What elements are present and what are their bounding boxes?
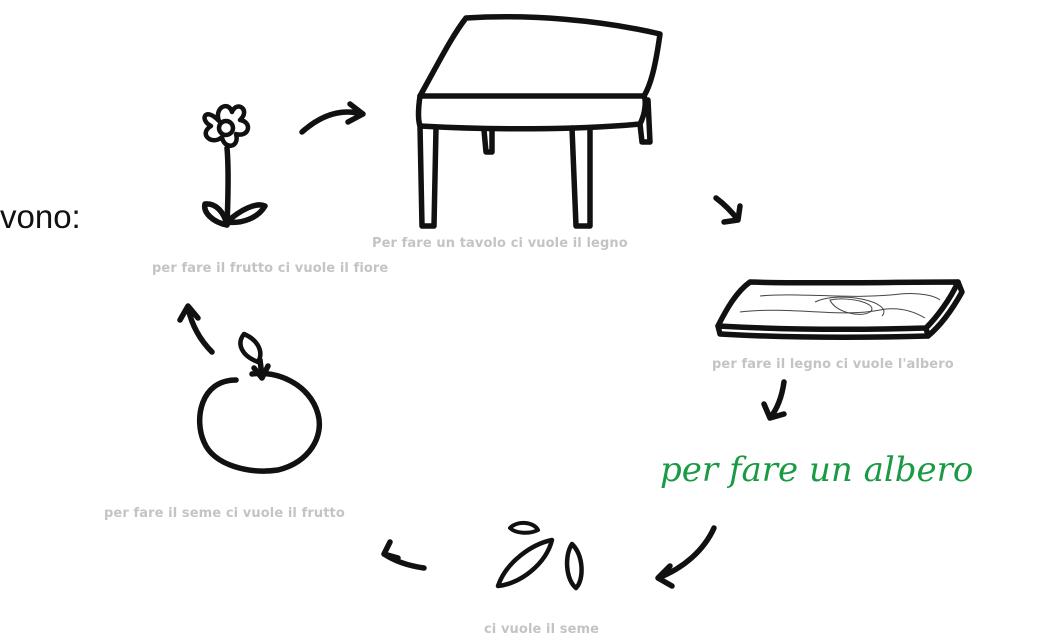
seed-drawing bbox=[498, 523, 582, 588]
caption-tree-highlight: per fare un albero bbox=[660, 450, 973, 490]
fruit-drawing bbox=[200, 334, 320, 471]
arrow-wood-to-tree bbox=[764, 382, 784, 418]
caption-seed: ci vuole il seme bbox=[484, 622, 599, 637]
arrow-seed-to-fruit bbox=[384, 542, 424, 568]
arrow-fruit-to-flower bbox=[180, 306, 212, 352]
table-drawing bbox=[419, 17, 661, 226]
caption-fruit: per fare il seme ci vuole il frutto bbox=[104, 506, 345, 521]
flower-drawing bbox=[205, 106, 265, 225]
wood-plank-drawing bbox=[718, 282, 962, 337]
arrow-table-to-wood bbox=[716, 198, 740, 222]
arrow-tree-to-seed bbox=[658, 528, 714, 586]
caption-table: Per fare un tavolo ci vuole il legno bbox=[372, 236, 628, 251]
caption-wood: per fare il legno ci vuole l'albero bbox=[712, 357, 954, 372]
arrow-flower-to-table bbox=[302, 104, 363, 132]
caption-flower: per fare il frutto ci vuole il fiore bbox=[152, 261, 388, 276]
